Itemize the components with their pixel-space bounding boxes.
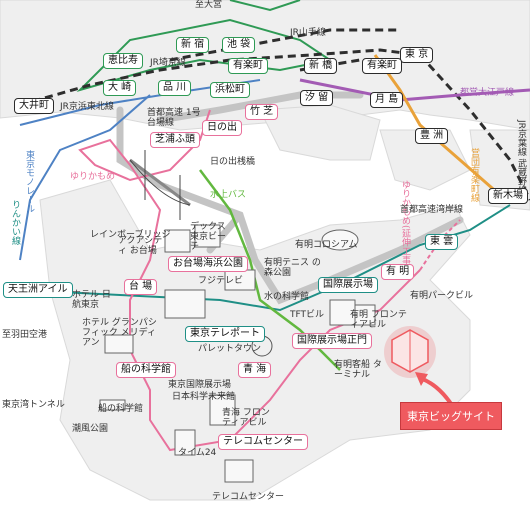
rainbow-bridge-label: レインボーブリッジ	[90, 230, 171, 240]
station-tokyo[interactable]: 東 京	[400, 47, 434, 63]
monorail-label: 東京モノレール	[24, 150, 34, 213]
jr-yamanote-label: JR山手線	[290, 28, 326, 38]
science-museum-label: 日本科学未来館	[172, 392, 236, 402]
hinode-pier-label: 日の出桟橋	[210, 157, 256, 167]
shiokaze-label: 潮風公園	[72, 424, 109, 434]
station-osaki[interactable]: 大 崎	[103, 80, 137, 96]
rinkai-line	[19, 204, 511, 312]
station-kokusai-tenjijo-seimon[interactable]: 国際展示場正門	[292, 333, 372, 349]
station-shinagawa[interactable]: 品 川	[158, 80, 192, 96]
to-omiya-label: 至大宮	[195, 0, 223, 10]
station-telecom-center[interactable]: テレコムセンター	[218, 434, 308, 450]
jr-keihin-label: JR京浜東北線	[60, 102, 114, 112]
decks-label: デックス 東京ビーチ	[190, 222, 227, 252]
yurikamome-line	[78, 109, 421, 452]
station-shiodome[interactable]: 汐 留	[300, 90, 334, 106]
buildings	[99, 224, 376, 483]
ariake-colosseum-label: 有明コロシアム	[295, 240, 358, 250]
monorail-line	[19, 94, 151, 261]
station-odaiba-kaihin[interactable]: お台場海浜公園	[168, 256, 248, 272]
rainbow-bridge	[129, 150, 191, 220]
to-haneda-label: 至羽田空港	[2, 330, 48, 340]
station-kokusai-tenjijo[interactable]: 国際展示場	[318, 277, 378, 293]
expressway-wangan-label: 首都高速湾岸線	[400, 205, 464, 215]
station-oimachi[interactable]: 大井町	[14, 98, 54, 114]
yurakucho-line-label: 営団有楽町線	[469, 148, 479, 202]
station-shibaurafuto[interactable]: 芝浦ふ頭	[150, 132, 200, 148]
ariake-frontier-label: 有明 フロンティアビル	[350, 310, 407, 330]
tunnel-label: 東京湾トンネル	[2, 400, 65, 410]
station-takeshiba[interactable]: 竹 芝	[245, 104, 279, 120]
station-toyosu[interactable]: 豊 洲	[415, 128, 449, 144]
jr-musashino-label: JR京葉線 武蔵野線	[516, 120, 526, 195]
yurakucho-line	[373, 54, 501, 197]
water-bus-label: 水上バス	[210, 190, 247, 200]
station-aomi[interactable]: 青 海	[238, 362, 272, 378]
station-hinode[interactable]: 日の出	[202, 120, 242, 136]
ferry-terminal-label: 有明客船 ターミナル	[334, 360, 382, 380]
oedo-label: 都営大江戸線	[460, 88, 515, 98]
kokusai-tenjijo-big-label: 東京国際展示場	[168, 380, 232, 390]
station-ariake[interactable]: 有 明	[381, 264, 415, 280]
station-daiba[interactable]: 台 場	[124, 279, 158, 295]
station-tennozu[interactable]: 天王洲アイル	[3, 282, 73, 298]
big-sight-building	[384, 326, 436, 378]
station-fune-no-kagakukan[interactable]: 船の科学館	[116, 362, 176, 378]
station-shinonome[interactable]: 東 雲	[425, 234, 459, 250]
nikko-label: ホテル 日航東京	[72, 290, 111, 310]
meridien-label: ホテル グランパシフィック メリディアン	[82, 318, 157, 348]
big-sight-callout: 東京ビッグサイト	[400, 402, 502, 430]
aqua-city-label: アクアシティ お台場	[118, 236, 163, 256]
callout-arrowhead	[415, 372, 428, 386]
palette-town-label: パレットタウン	[198, 344, 262, 354]
jr-saikyo-label: JR埼京線	[150, 58, 186, 68]
yurikamome-ext-label: ゆりかもめ(延伸工事中)	[400, 180, 410, 278]
station-tokyo-teleport[interactable]: 東京テレポート	[185, 326, 265, 342]
ariake-tennis-label: 有明テニス の森公園	[264, 258, 321, 278]
rinkai-label: りんかい線	[10, 200, 20, 245]
land-areas	[0, 0, 530, 501]
ariake-park-label: 有明パークビル	[410, 291, 474, 301]
water-bus-route	[199, 169, 341, 371]
station-hamamatsucho[interactable]: 浜松町	[210, 82, 250, 98]
time24-label: タイム24	[178, 448, 217, 458]
station-shimbashi[interactable]: 新 橋	[304, 58, 338, 74]
station-yurakucho-ext[interactable]: 有楽町	[362, 58, 402, 74]
station-yurakucho[interactable]: 有楽町	[228, 58, 268, 74]
fuji-tv-label: フジテレビ	[198, 276, 244, 286]
yurikamome-label: ゆりかもめ	[70, 172, 116, 182]
station-shinjuku[interactable]: 新 宿	[176, 37, 210, 53]
mizu-kagakukan-label: 水の科学館	[264, 292, 310, 302]
jr-yamanote-line-north	[229, 0, 301, 12]
tft-label: TFTビル	[290, 310, 325, 320]
station-shinkiba[interactable]: 新木場	[488, 188, 528, 204]
telecom-bldg-label: テレコムセンター	[212, 492, 285, 502]
station-ebisu[interactable]: 恵比寿	[103, 53, 143, 69]
station-ikebukuro[interactable]: 池 袋	[222, 37, 256, 53]
expressway-daiba-label: 首都高速 1号台場線	[147, 108, 201, 128]
aomi-frontier-label: 青海 フロンティアビル	[222, 408, 270, 428]
station-tsukishima[interactable]: 月 島	[370, 92, 404, 108]
sakana-label: 船の科学館	[98, 404, 144, 414]
